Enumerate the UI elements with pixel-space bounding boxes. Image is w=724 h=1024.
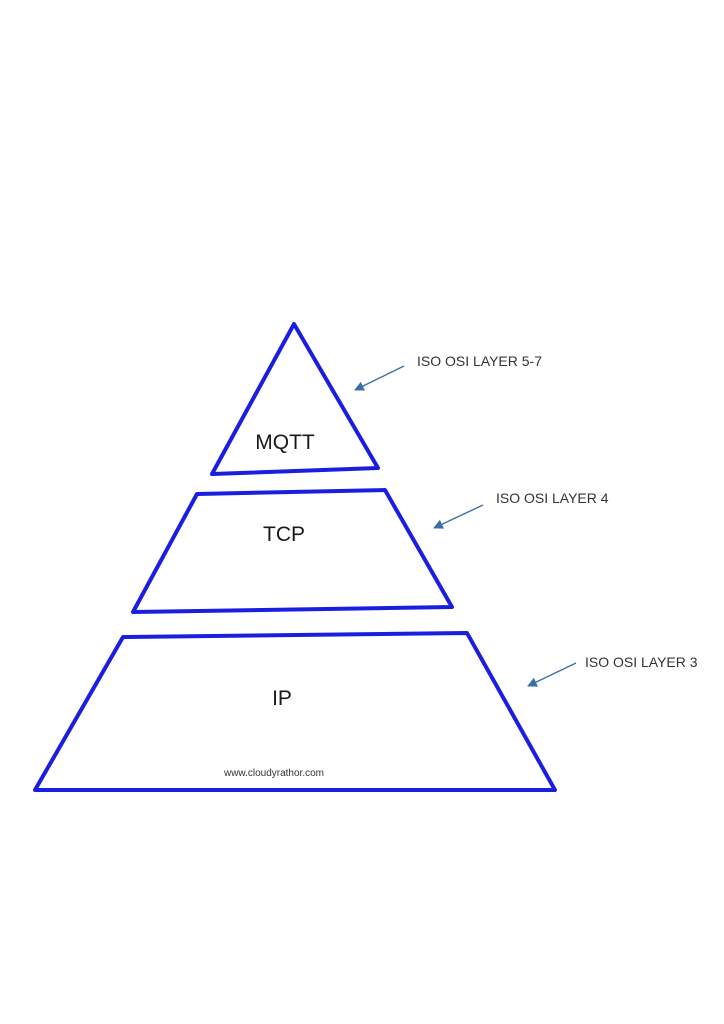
mqtt-triangle: [210, 322, 380, 476]
layer-ip: IP www.cloudyrathor.com: [33, 631, 557, 792]
tcp-trapezoid: [131, 488, 454, 614]
annotation-layer-4: ISO OSI LAYER 4: [433, 490, 609, 529]
watermark-text: www.cloudyrathor.com: [223, 768, 324, 779]
ip-trapezoid: [33, 631, 557, 792]
ip-label: IP: [272, 687, 292, 710]
layer-tcp: TCP: [131, 488, 454, 614]
annotation-layer-3: ISO OSI LAYER 3: [527, 654, 698, 687]
arrow-to-ip: [527, 662, 577, 687]
osi-label-layer-4: ISO OSI LAYER 4: [496, 490, 609, 506]
osi-label-layer-5-7: ISO OSI LAYER 5-7: [417, 353, 542, 369]
annotation-layer-5-7: ISO OSI LAYER 5-7: [354, 353, 542, 391]
layer-mqtt: MQTT: [210, 322, 380, 476]
tcp-label: TCP: [263, 523, 305, 546]
arrow-to-tcp: [433, 504, 484, 529]
mqtt-label: MQTT: [255, 431, 315, 454]
arrow-to-mqtt: [354, 365, 405, 391]
osi-label-layer-3: ISO OSI LAYER 3: [585, 654, 698, 670]
